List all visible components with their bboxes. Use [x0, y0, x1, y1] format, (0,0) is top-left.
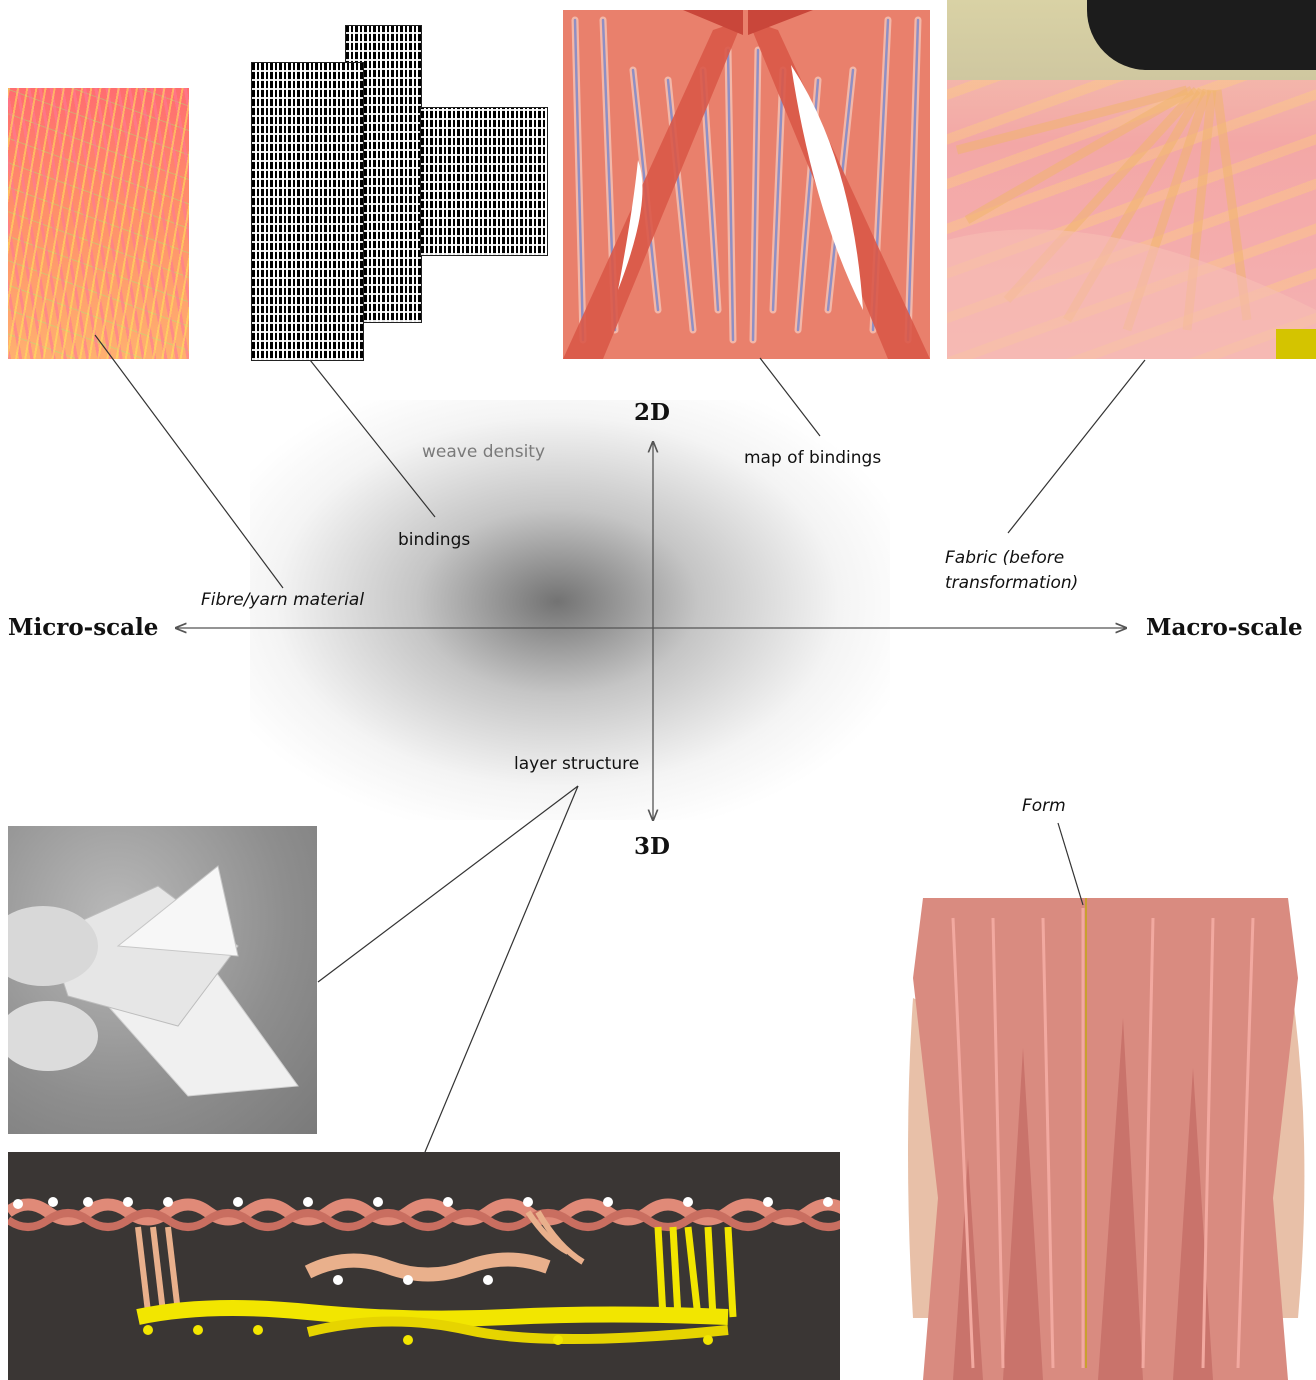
leader-bindings: [310, 360, 435, 517]
leader-layer-paper: [318, 786, 578, 982]
leader-form: [1058, 823, 1083, 905]
label-weave-density: weave density: [422, 442, 545, 462]
label-bindings: bindings: [398, 530, 470, 550]
label-map-of-bindings: map of bindings: [744, 448, 881, 468]
leader-layer-render: [425, 786, 578, 1152]
label-fabric-line1: Fabric (before: [945, 548, 1064, 568]
leader-fibre: [95, 335, 283, 588]
axis-label-micro-scale: Micro-scale: [8, 614, 158, 641]
leader-map: [760, 358, 820, 436]
axis-label-3d: 3D: [634, 833, 670, 860]
axis-label-macro-scale: Macro-scale: [1146, 614, 1303, 641]
axis-label-2d: 2D: [634, 399, 670, 426]
label-layer-structure: layer structure: [514, 754, 639, 774]
label-fibre-yarn-material: Fibre/yarn material: [201, 590, 364, 610]
label-form: Form: [1022, 796, 1066, 816]
leader-fabric: [1008, 360, 1145, 533]
label-fabric-line2: transformation): [945, 573, 1078, 593]
